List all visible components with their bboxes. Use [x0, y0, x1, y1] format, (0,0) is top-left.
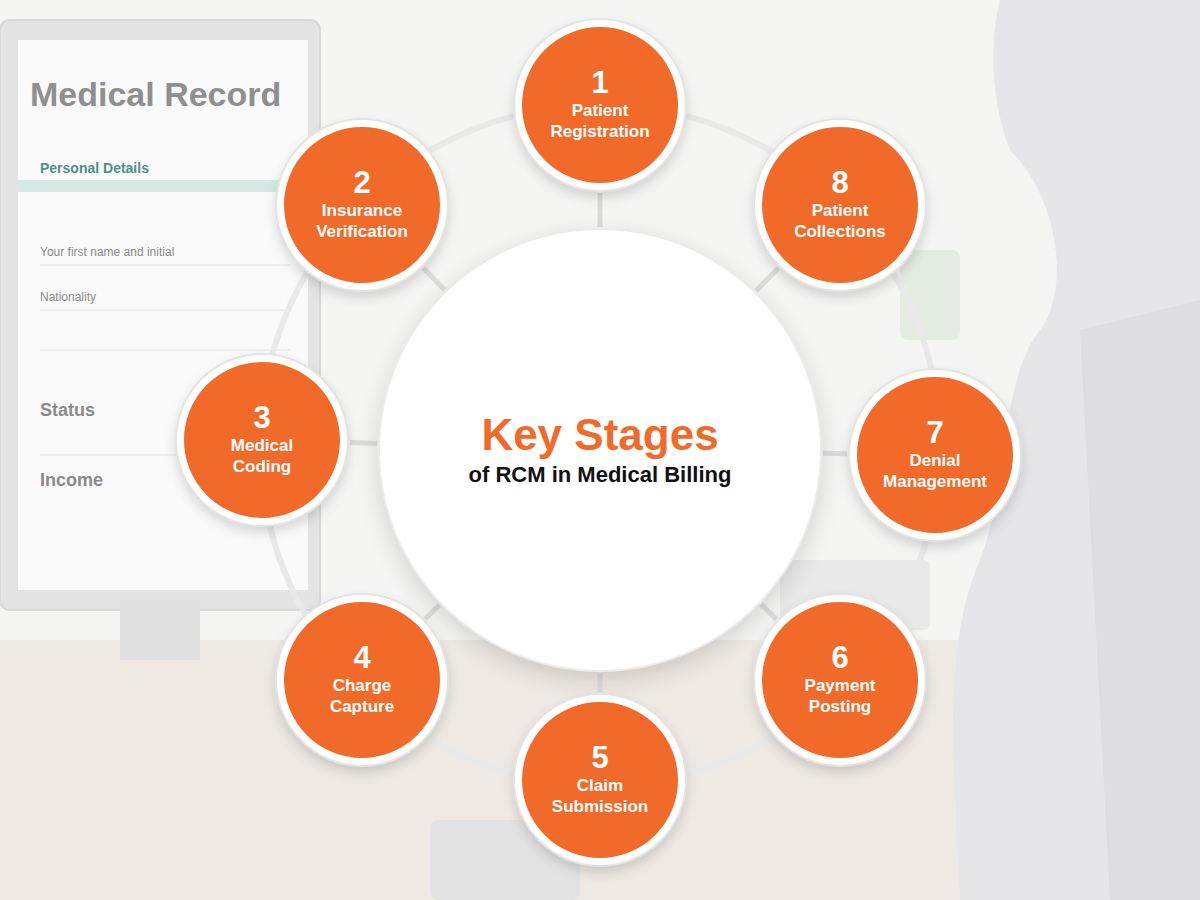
stage-label: Medical Coding [203, 435, 321, 478]
connector-tick [425, 605, 439, 619]
stage-label: Insurance Verification [303, 200, 421, 243]
diagram-title: Key Stages [481, 410, 718, 461]
screen-text: Income [40, 470, 103, 491]
stage-number: 5 [591, 742, 608, 775]
stage-number: 2 [353, 167, 370, 200]
stage-number: 7 [926, 417, 943, 450]
stage-circle: 5Claim Submission [515, 695, 685, 865]
connector-tick [598, 673, 603, 692]
stage-number: 3 [253, 402, 270, 435]
stage-label: Patient Registration [541, 100, 659, 143]
connector-tick [823, 451, 847, 456]
stage-label: Claim Submission [541, 775, 659, 818]
stage-number: 4 [353, 642, 370, 675]
diagram-subtitle: of RCM in Medical Billing [469, 461, 732, 490]
stage-label: Charge Capture [303, 675, 421, 718]
stage-number: 8 [831, 167, 848, 200]
stage-circle: 2Insurance Verification [277, 120, 447, 290]
stage-circle: 3Medical Coding [177, 355, 347, 525]
stage-label: Patient Collections [781, 200, 899, 243]
stage-circle: 6Payment Posting [755, 595, 925, 765]
stage-circle: 1Patient Registration [515, 20, 685, 190]
screen-text: Your first name and initial [40, 245, 174, 259]
connector-tick [350, 440, 377, 446]
connector-tick [423, 268, 444, 290]
stage-label: Payment Posting [781, 675, 899, 718]
connector-tick [761, 604, 777, 619]
stage-label: Denial Management [876, 450, 994, 493]
title-circle: Key Stagesof RCM in Medical Billing [380, 230, 820, 670]
stage-circle: 7Denial Management [850, 370, 1020, 540]
stage-circle: 8Patient Collections [755, 120, 925, 290]
screen-text: Medical Record [30, 75, 281, 114]
screen-text: Personal Details [40, 160, 149, 176]
stage-number: 1 [591, 67, 608, 100]
screen-text: Nationality [40, 290, 96, 304]
connector-tick [756, 268, 778, 291]
screen-text: Status [40, 400, 95, 421]
stage-circle: 4Charge Capture [277, 595, 447, 765]
stage-number: 6 [831, 642, 848, 675]
connector-tick [598, 193, 603, 227]
